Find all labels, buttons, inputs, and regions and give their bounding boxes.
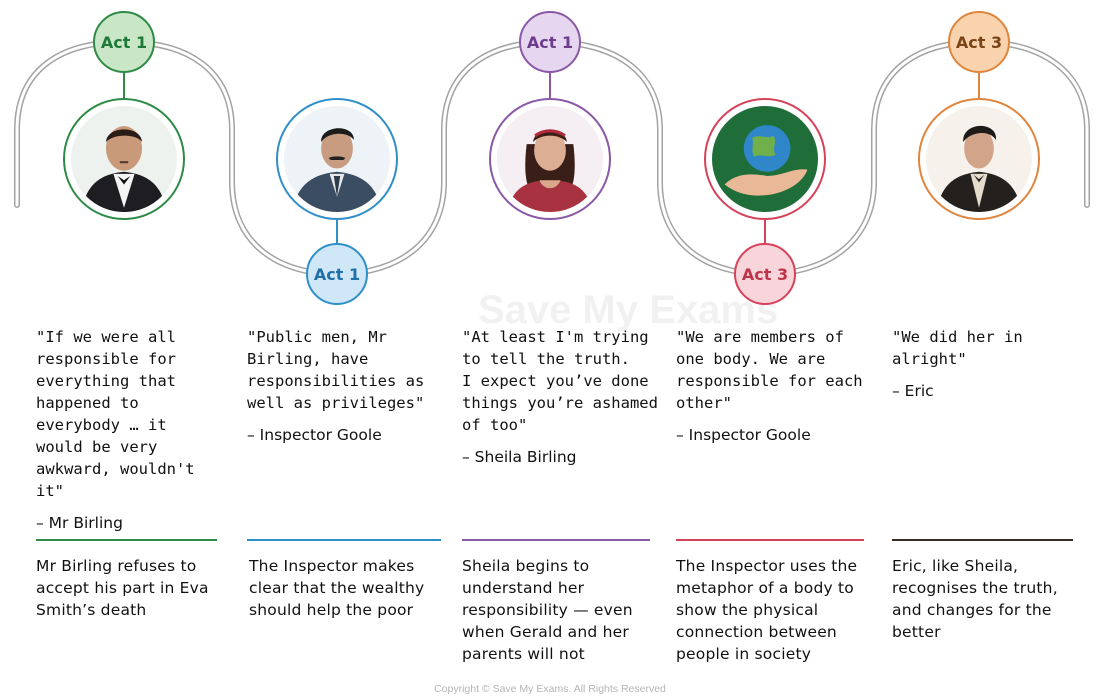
summary-text-5: Eric, like Sheila, recognises the truth,… xyxy=(892,557,1058,641)
inspector-goole-portrait-icon xyxy=(284,106,390,212)
portrait-frame-3 xyxy=(489,98,611,220)
act-bubble-2: Act 1 xyxy=(306,243,368,305)
quote-block-5: "We did her in alright" – Eric xyxy=(892,326,1092,400)
quote-speaker: – Inspector Goole xyxy=(676,426,811,444)
quote-speaker: – Inspector Goole xyxy=(247,426,382,444)
portrait-frame-1 xyxy=(63,98,185,220)
sheila-birling-portrait-icon xyxy=(497,106,603,212)
divider-rule-2 xyxy=(247,539,441,541)
summary-text-2: The Inspector makes clear that the wealt… xyxy=(249,557,425,619)
quote-speaker: – Sheila Birling xyxy=(462,448,577,466)
summary-text-4: The Inspector uses the metaphor of a bod… xyxy=(676,557,858,663)
act-bubble-1: Act 1 xyxy=(93,11,155,73)
quote-block-1: "If we were all responsible for everythi… xyxy=(36,326,222,532)
mr-birling-portrait-icon xyxy=(71,106,177,212)
quote-text: "We are members of one body. We are resp… xyxy=(676,328,863,412)
quote-text: "Public men, Mr Birling, have responsibi… xyxy=(247,328,425,412)
quote-block-4: "We are members of one body. We are resp… xyxy=(676,326,872,444)
quote-block-2: "Public men, Mr Birling, have responsibi… xyxy=(247,326,447,444)
copyright-notice: Copyright © Save My Exams. All Rights Re… xyxy=(434,683,666,695)
quote-text: "At least I'm trying to tell the truth. … xyxy=(462,328,658,434)
divider-rule-1 xyxy=(36,539,217,541)
quote-speaker: – Eric xyxy=(892,382,934,400)
summary-text-3: Sheila begins to understand her responsi… xyxy=(462,557,633,663)
watermark: Save My Exams xyxy=(478,288,779,332)
portrait-frame-2 xyxy=(276,98,398,220)
portrait-frame-4 xyxy=(704,98,826,220)
divider-rule-5 xyxy=(892,539,1073,541)
summary-text-1: Mr Birling refuses to accept his part in… xyxy=(36,557,209,619)
divider-rule-4 xyxy=(676,539,864,541)
portrait-frame-5 xyxy=(918,98,1040,220)
divider-rule-3 xyxy=(462,539,650,541)
act-bubble-5: Act 3 xyxy=(948,11,1010,73)
act-bubble-4: Act 3 xyxy=(734,243,796,305)
globe-in-hand-icon xyxy=(712,106,818,212)
act-bubble-3: Act 1 xyxy=(519,11,581,73)
quote-text: "We did her in alright" xyxy=(892,328,1023,368)
quote-speaker: – Mr Birling xyxy=(36,514,123,532)
quote-block-3: "At least I'm trying to tell the truth. … xyxy=(462,326,662,466)
eric-portrait-icon xyxy=(926,106,1032,212)
quote-text: "If we were all responsible for everythi… xyxy=(36,328,195,500)
